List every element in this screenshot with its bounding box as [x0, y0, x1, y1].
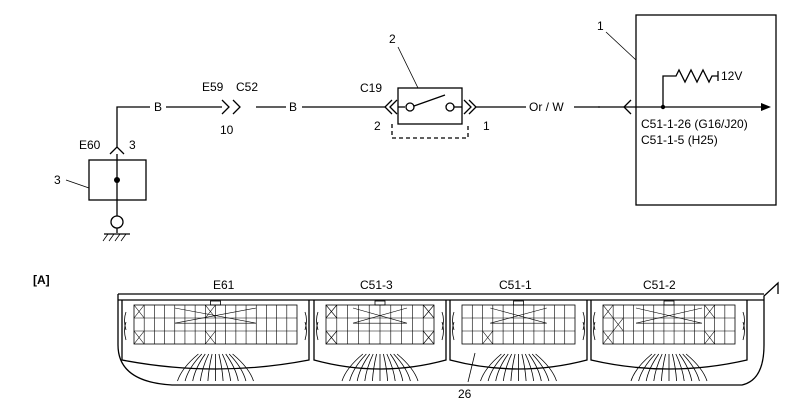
connector-block	[121, 300, 310, 382]
connector-e60-label: E60	[79, 138, 101, 152]
terminal-line-2: C51-1-5 (H25)	[641, 133, 718, 147]
connector-e59-label: E59	[202, 80, 224, 94]
ground-unit-pin: 3	[129, 138, 136, 152]
connector-label: E61	[213, 278, 235, 292]
connector-view: [A] E61 C51-3 C51-1 C51-2 26	[33, 273, 779, 401]
ecm-connector-housing	[117, 281, 779, 386]
pullup-voltage-label: 12V	[721, 69, 742, 83]
c19-pin-right: 1	[483, 119, 490, 133]
terminal-line-1: C51-1-26 (G16/J20)	[641, 117, 748, 131]
connector-c19-left	[384, 99, 398, 115]
ground-unit-callout: 3	[54, 173, 61, 187]
view-label: [A]	[33, 273, 50, 287]
wire-2-label: B	[289, 100, 297, 114]
connector-block	[590, 300, 748, 382]
connector-c19-label: C19	[360, 81, 382, 95]
switch	[391, 87, 469, 139]
c19-pin-left: 2	[374, 119, 381, 133]
connector-block	[449, 300, 588, 382]
connector-label: C51-3	[360, 278, 393, 292]
connector-block	[313, 300, 447, 382]
connector-e59-c52	[221, 99, 241, 115]
wire-3-label: Or / W	[529, 100, 564, 114]
switch-callout: 2	[389, 32, 396, 46]
connector-c52-label: C52	[236, 80, 258, 94]
schematic: 1 12V C51-1-26 (G16/J20) C51-1-5 (H25) O…	[54, 14, 777, 242]
connector-c19-right	[463, 99, 477, 115]
ground-unit	[88, 154, 147, 233]
arrow-right-icon	[761, 103, 771, 111]
ground-icon	[102, 233, 130, 242]
ecm-callout: 1	[597, 19, 604, 33]
connector-pin-10: 10	[220, 123, 234, 137]
ecm-box	[635, 14, 777, 206]
connector-label: C51-1	[499, 278, 532, 292]
terminal-26-callout: 26	[458, 387, 472, 401]
pullup-resistor	[660, 68, 719, 110]
connector-label: C51-2	[643, 278, 676, 292]
wire-1-label: B	[154, 100, 162, 114]
